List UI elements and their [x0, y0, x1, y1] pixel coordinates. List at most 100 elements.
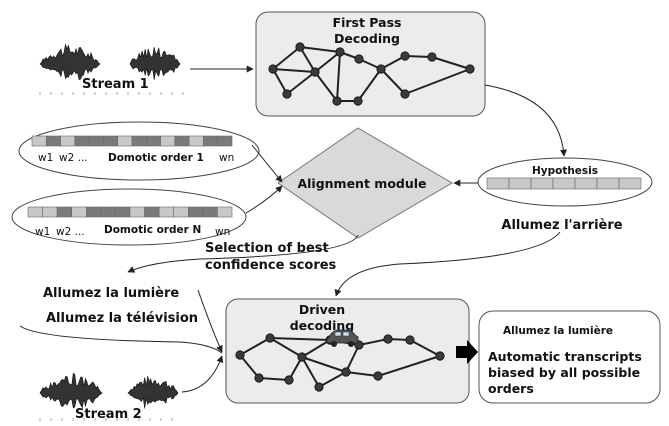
lattice-edge [239, 354, 260, 379]
word-cell [217, 206, 233, 218]
output-title: Allumez la lumière [503, 325, 613, 337]
domotic-order-1-ellipse [18, 121, 260, 181]
car-icon [326, 329, 359, 347]
domotic-order-n-strip [27, 206, 233, 218]
word-cell [174, 135, 190, 147]
selection-line1: Selection of best [205, 241, 329, 256]
arrow-hypothesis-to-driven [334, 231, 561, 297]
lattice-node [383, 334, 393, 344]
candidate-order-1: Allumez la lumière [43, 286, 179, 301]
alignment-module-label: Alignment module [297, 176, 426, 191]
arrow-stream2-to-driven [181, 355, 224, 393]
word-cell [574, 177, 598, 190]
arrow-alignment-to-candidates [127, 234, 359, 273]
candidate-order-2: Allumez la télévision [46, 311, 198, 326]
word-cell [596, 177, 620, 190]
lattice-node [295, 42, 305, 52]
lattice-edge [301, 356, 320, 388]
word-cell [100, 206, 116, 218]
word-cell [60, 135, 76, 147]
lattice-edge [272, 68, 316, 73]
lattice-node [254, 373, 264, 383]
word-cell [202, 206, 218, 218]
word-cell [530, 177, 554, 190]
orderN-wn: wn [215, 226, 230, 238]
word-cell [188, 206, 204, 218]
lattice-edge [358, 338, 389, 346]
lattice-node [284, 375, 294, 385]
first-pass-title-line2: Decoding [334, 31, 400, 46]
lattice-node [265, 333, 275, 343]
hypothesis-word-strip [486, 177, 642, 190]
arrow-ordern-to-alignment [245, 185, 283, 214]
waveform-burst [127, 376, 179, 409]
output-block-arrow [456, 340, 478, 364]
lattice-edge [404, 68, 471, 95]
lattice-edge [299, 46, 316, 73]
lattice-edge [409, 339, 441, 357]
lattice-edge [377, 355, 441, 377]
stream2-label: Stream 2 [75, 407, 142, 422]
word-cell [71, 206, 87, 218]
output-panel [478, 310, 661, 404]
arrow-candidates-to-driven [197, 289, 223, 353]
stream1-waveform [39, 43, 184, 95]
waveform-burst [39, 372, 103, 409]
lattice-edge [336, 51, 341, 102]
word-cell [552, 177, 576, 190]
output-line2: biased by all possible [488, 365, 640, 380]
order1-w1: w1 [38, 152, 53, 164]
lattice-node [400, 51, 410, 61]
word-cell [115, 206, 131, 218]
lattice-edge [258, 377, 290, 381]
lattice-edge [431, 56, 471, 70]
word-cell [158, 206, 175, 218]
first-pass-lattice [268, 42, 475, 106]
word-cell [173, 206, 189, 218]
lattice-node [335, 47, 345, 57]
lattice-node [427, 52, 437, 62]
hypothesis-label: Hypothesis [532, 165, 598, 177]
lattice-edge [380, 68, 406, 95]
lattice-node [268, 64, 278, 74]
order1-name: Domotic order 1 [108, 152, 204, 164]
lattice-edge [314, 51, 341, 73]
stream2-ticks [39, 418, 173, 421]
hypothesis-text: Allumez l'arrière [501, 218, 622, 233]
lattice-node [341, 367, 351, 377]
lattice-edge [301, 356, 347, 373]
output-line1: Automatic transcripts [488, 349, 642, 364]
lattice-edge [286, 71, 316, 95]
output-line3: orders [488, 381, 534, 396]
orderN-name: Domotic order N [104, 224, 201, 236]
lattice-node [373, 371, 383, 381]
orderN-w2: w2 ... [56, 226, 85, 238]
lattice-edge [301, 339, 331, 358]
lattice-edge [239, 337, 271, 356]
word-cell [56, 206, 72, 218]
lattice-edge [345, 344, 360, 373]
arrow-candidates2-to-driven [19, 325, 223, 354]
word-cell [131, 135, 147, 147]
lattice-node [354, 54, 364, 64]
word-cell [42, 206, 58, 218]
selection-line2: confidence scores [205, 258, 337, 273]
lattice-node [314, 382, 324, 392]
lattice-node [465, 64, 475, 74]
lattice-edge [314, 71, 338, 102]
word-cell [618, 177, 642, 190]
first-pass-title-line1: First Pass [333, 15, 402, 30]
driven-title-line2: decoding [290, 318, 355, 333]
word-cell [144, 206, 160, 218]
word-cell [129, 206, 145, 218]
orderN-w1: w1 [35, 226, 50, 238]
arrow-order1-to-alignment [251, 144, 283, 183]
word-cell [27, 206, 43, 218]
alignment-module-diamond [277, 127, 453, 239]
lattice-edge [299, 46, 341, 53]
word-cell [117, 135, 133, 147]
lattice-node [405, 335, 415, 345]
lattice-edge [269, 337, 331, 341]
lattice-edge [272, 68, 288, 95]
